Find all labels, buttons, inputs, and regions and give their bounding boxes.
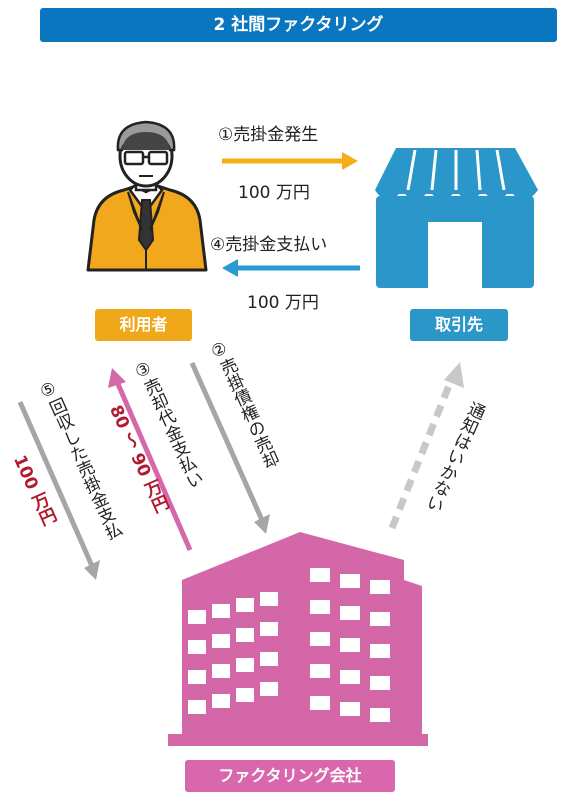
arrow-f3 (108, 368, 193, 551)
factoring-badge: ファクタリング会社 (185, 760, 395, 792)
flow4-amount: 100 万円 (247, 293, 319, 313)
user-badge: 利用者 (95, 309, 192, 341)
arrow-f1 (222, 152, 358, 170)
flow1-amount: 100 万円 (238, 183, 310, 203)
arrow-f5 (17, 400, 100, 580)
businessman-icon (86, 120, 208, 272)
arrow-notice (388, 362, 464, 530)
shop-icon (375, 148, 538, 288)
arrow-f2 (189, 361, 270, 534)
partner-badge: 取引先 (410, 309, 508, 341)
office-building-icon (168, 532, 428, 746)
arrow-f4 (222, 259, 360, 277)
flow4-label: ④売掛金支払い (210, 235, 328, 255)
diagram-title: 2 社間ファクタリング (40, 8, 557, 42)
flow1-label: ①売掛金発生 (218, 125, 319, 145)
